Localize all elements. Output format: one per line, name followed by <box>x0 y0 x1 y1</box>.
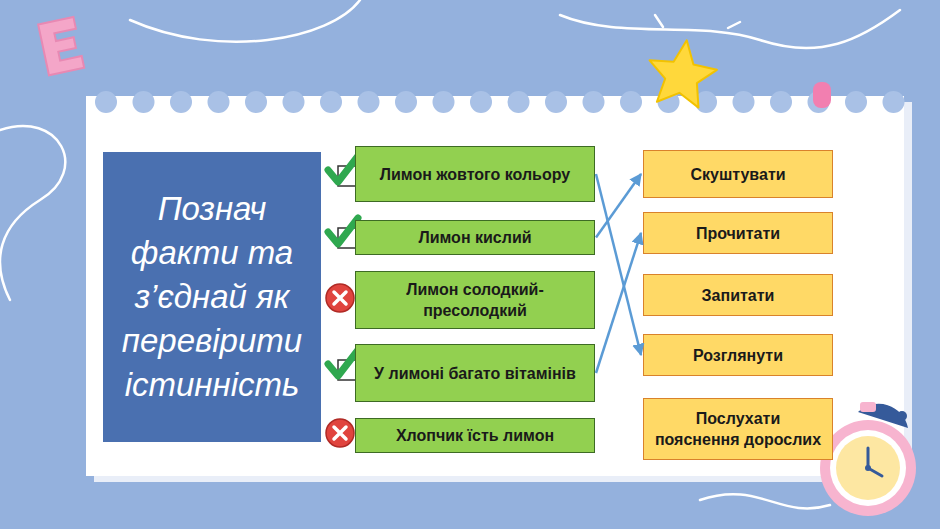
paper-hole <box>883 91 905 113</box>
doodle-line <box>0 126 65 300</box>
connector-arrow <box>596 174 641 238</box>
paper-hole <box>95 91 117 113</box>
star-icon <box>644 36 720 110</box>
paper-hole <box>733 91 755 113</box>
paper-hole <box>170 91 192 113</box>
box-text: Лимон солодкий-пресолодкий <box>366 279 584 321</box>
box-text: Послухати пояснення дорослих <box>652 408 824 450</box>
paper-hole <box>358 91 380 113</box>
box-text: Скуштувати <box>690 164 785 185</box>
paper-shadow <box>94 102 912 482</box>
paper-sheet <box>86 96 904 476</box>
method-box: Послухати пояснення дорослих <box>643 398 833 460</box>
cross-icon <box>326 419 354 447</box>
method-box: Запитати <box>643 274 833 316</box>
connector-arrow <box>596 174 641 355</box>
box-text: Лимон кислий <box>418 227 531 248</box>
alarm-clock-icon <box>820 402 916 516</box>
box-text: Хлопчик їсть лимон <box>396 425 554 446</box>
fact-box: Лимон жовтого кольору <box>355 146 595 202</box>
fact-box: У лимоні багато вітамінів <box>355 344 595 402</box>
fact-box: Хлопчик їсть лимон <box>355 418 595 453</box>
method-box: Розглянути <box>643 334 833 376</box>
paper-holes <box>95 91 905 113</box>
box-text: Розглянути <box>693 345 783 366</box>
paper-hole <box>208 91 230 113</box>
connector-arrow <box>596 233 641 373</box>
method-box: Скуштувати <box>643 150 833 198</box>
doodle-line <box>130 0 360 42</box>
spark-lines <box>655 15 740 28</box>
fact-box: Лимон солодкий-пресолодкий <box>355 271 595 329</box>
doodle-line <box>560 10 900 48</box>
paper-hole <box>620 91 642 113</box>
box-text: Запитати <box>702 285 775 306</box>
check-icon <box>328 156 358 186</box>
paper-hole <box>245 91 267 113</box>
title-text: Познач факти та з’єднай як перевірити іс… <box>117 187 307 407</box>
fact-box: Лимон кислий <box>355 220 595 255</box>
title-box: Познач факти та з’єднай як перевірити іс… <box>103 152 321 442</box>
paper-hole <box>545 91 567 113</box>
paper-hole <box>395 91 417 113</box>
paper-hole <box>845 91 867 113</box>
check-icon <box>328 350 358 380</box>
cross-icon <box>326 284 354 312</box>
paper-hole <box>283 91 305 113</box>
doodle-line <box>700 494 830 508</box>
paper-hole <box>433 91 455 113</box>
pin-icon <box>813 82 831 108</box>
paper-hole <box>133 91 155 113</box>
method-box: Прочитати <box>643 212 833 254</box>
letter-e-icon <box>38 17 84 75</box>
box-text: Прочитати <box>696 223 780 244</box>
paper-hole <box>770 91 792 113</box>
check-icon <box>328 218 358 248</box>
paper-hole <box>320 91 342 113</box>
paper-hole <box>470 91 492 113</box>
paper-hole <box>508 91 530 113</box>
box-text: Лимон жовтого кольору <box>380 164 570 185</box>
marks <box>326 156 358 447</box>
box-text: У лимоні багато вітамінів <box>374 363 576 384</box>
paper-hole <box>583 91 605 113</box>
